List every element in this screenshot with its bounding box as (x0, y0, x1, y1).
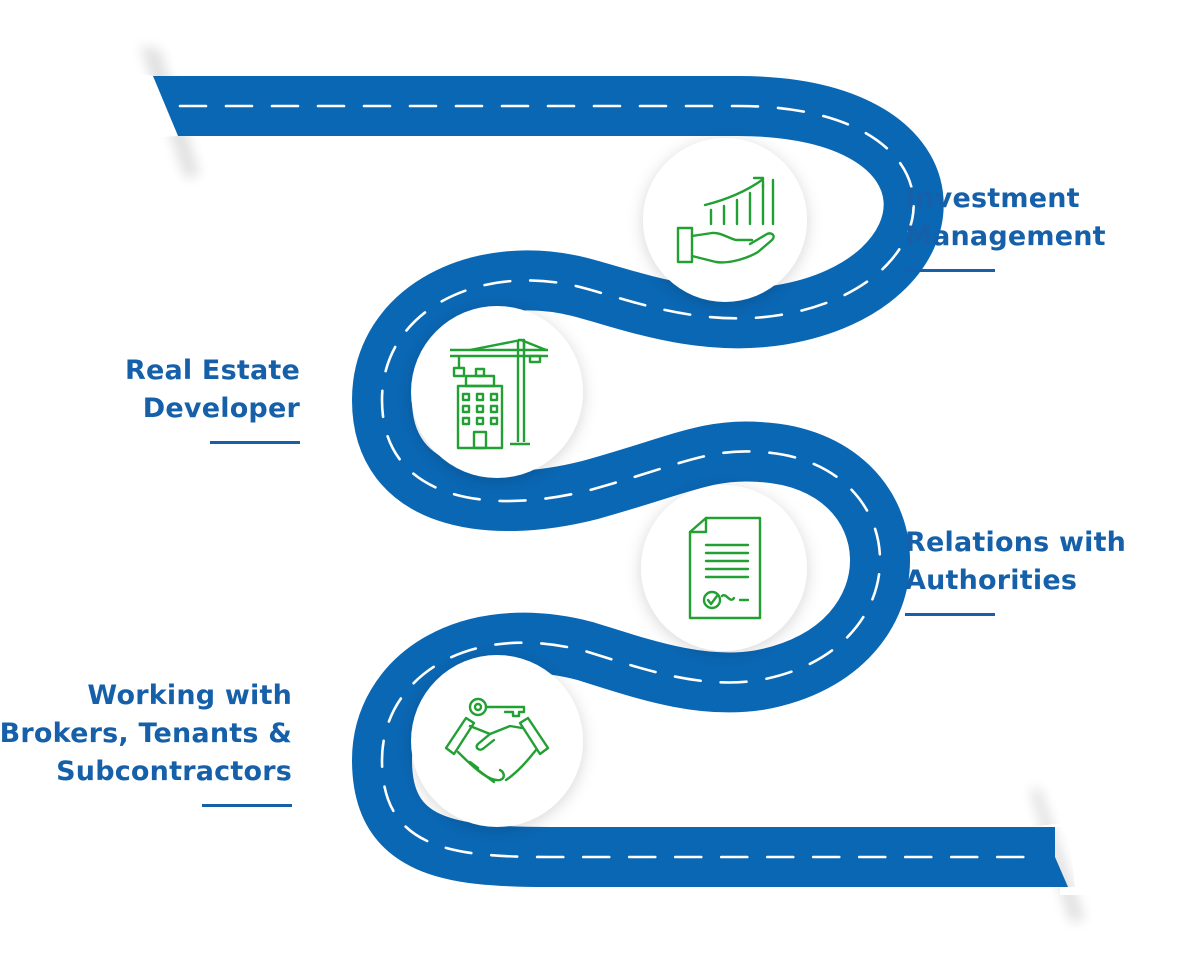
road-end-fill (1000, 827, 1068, 887)
step-label-real-estate-developer: Real Estate Developer (60, 352, 300, 444)
step-label-investment-management: Investment Management (905, 180, 1106, 272)
road-start-fill (152, 76, 200, 136)
icon-circle-brokers (411, 655, 583, 827)
step-title-line: Developer (142, 393, 300, 424)
certified-document-icon (688, 516, 762, 620)
label-underline (210, 441, 300, 444)
step-title-line: Management (905, 221, 1106, 252)
label-underline (905, 613, 995, 616)
road-end-cut (1030, 820, 1090, 895)
road-center-dashes (178, 104, 1037, 859)
step-title-line: Subcontractors (56, 756, 292, 787)
step-title-line: Relations with (905, 527, 1127, 558)
step-title-line: Investment (905, 183, 1080, 214)
step-label-relations-with-authorities: Relations with Authorities (905, 524, 1126, 616)
step-label-working-with-brokers: Working with Brokers, Tenants & Subcontr… (0, 677, 292, 807)
handshake-key-icon (444, 697, 550, 784)
step-title-line: Authorities (905, 565, 1078, 596)
icon-circle-developer (411, 306, 583, 478)
road-start-cut (120, 70, 178, 140)
label-underline (202, 804, 292, 807)
step-title-line: Brokers, Tenants & (0, 718, 292, 749)
step-title-line: Real Estate (124, 355, 300, 386)
hand-growth-chart-icon (676, 176, 775, 264)
label-underline (905, 269, 995, 272)
step-title-line: Working with (87, 680, 292, 711)
construction-crane-building-icon (450, 338, 548, 450)
